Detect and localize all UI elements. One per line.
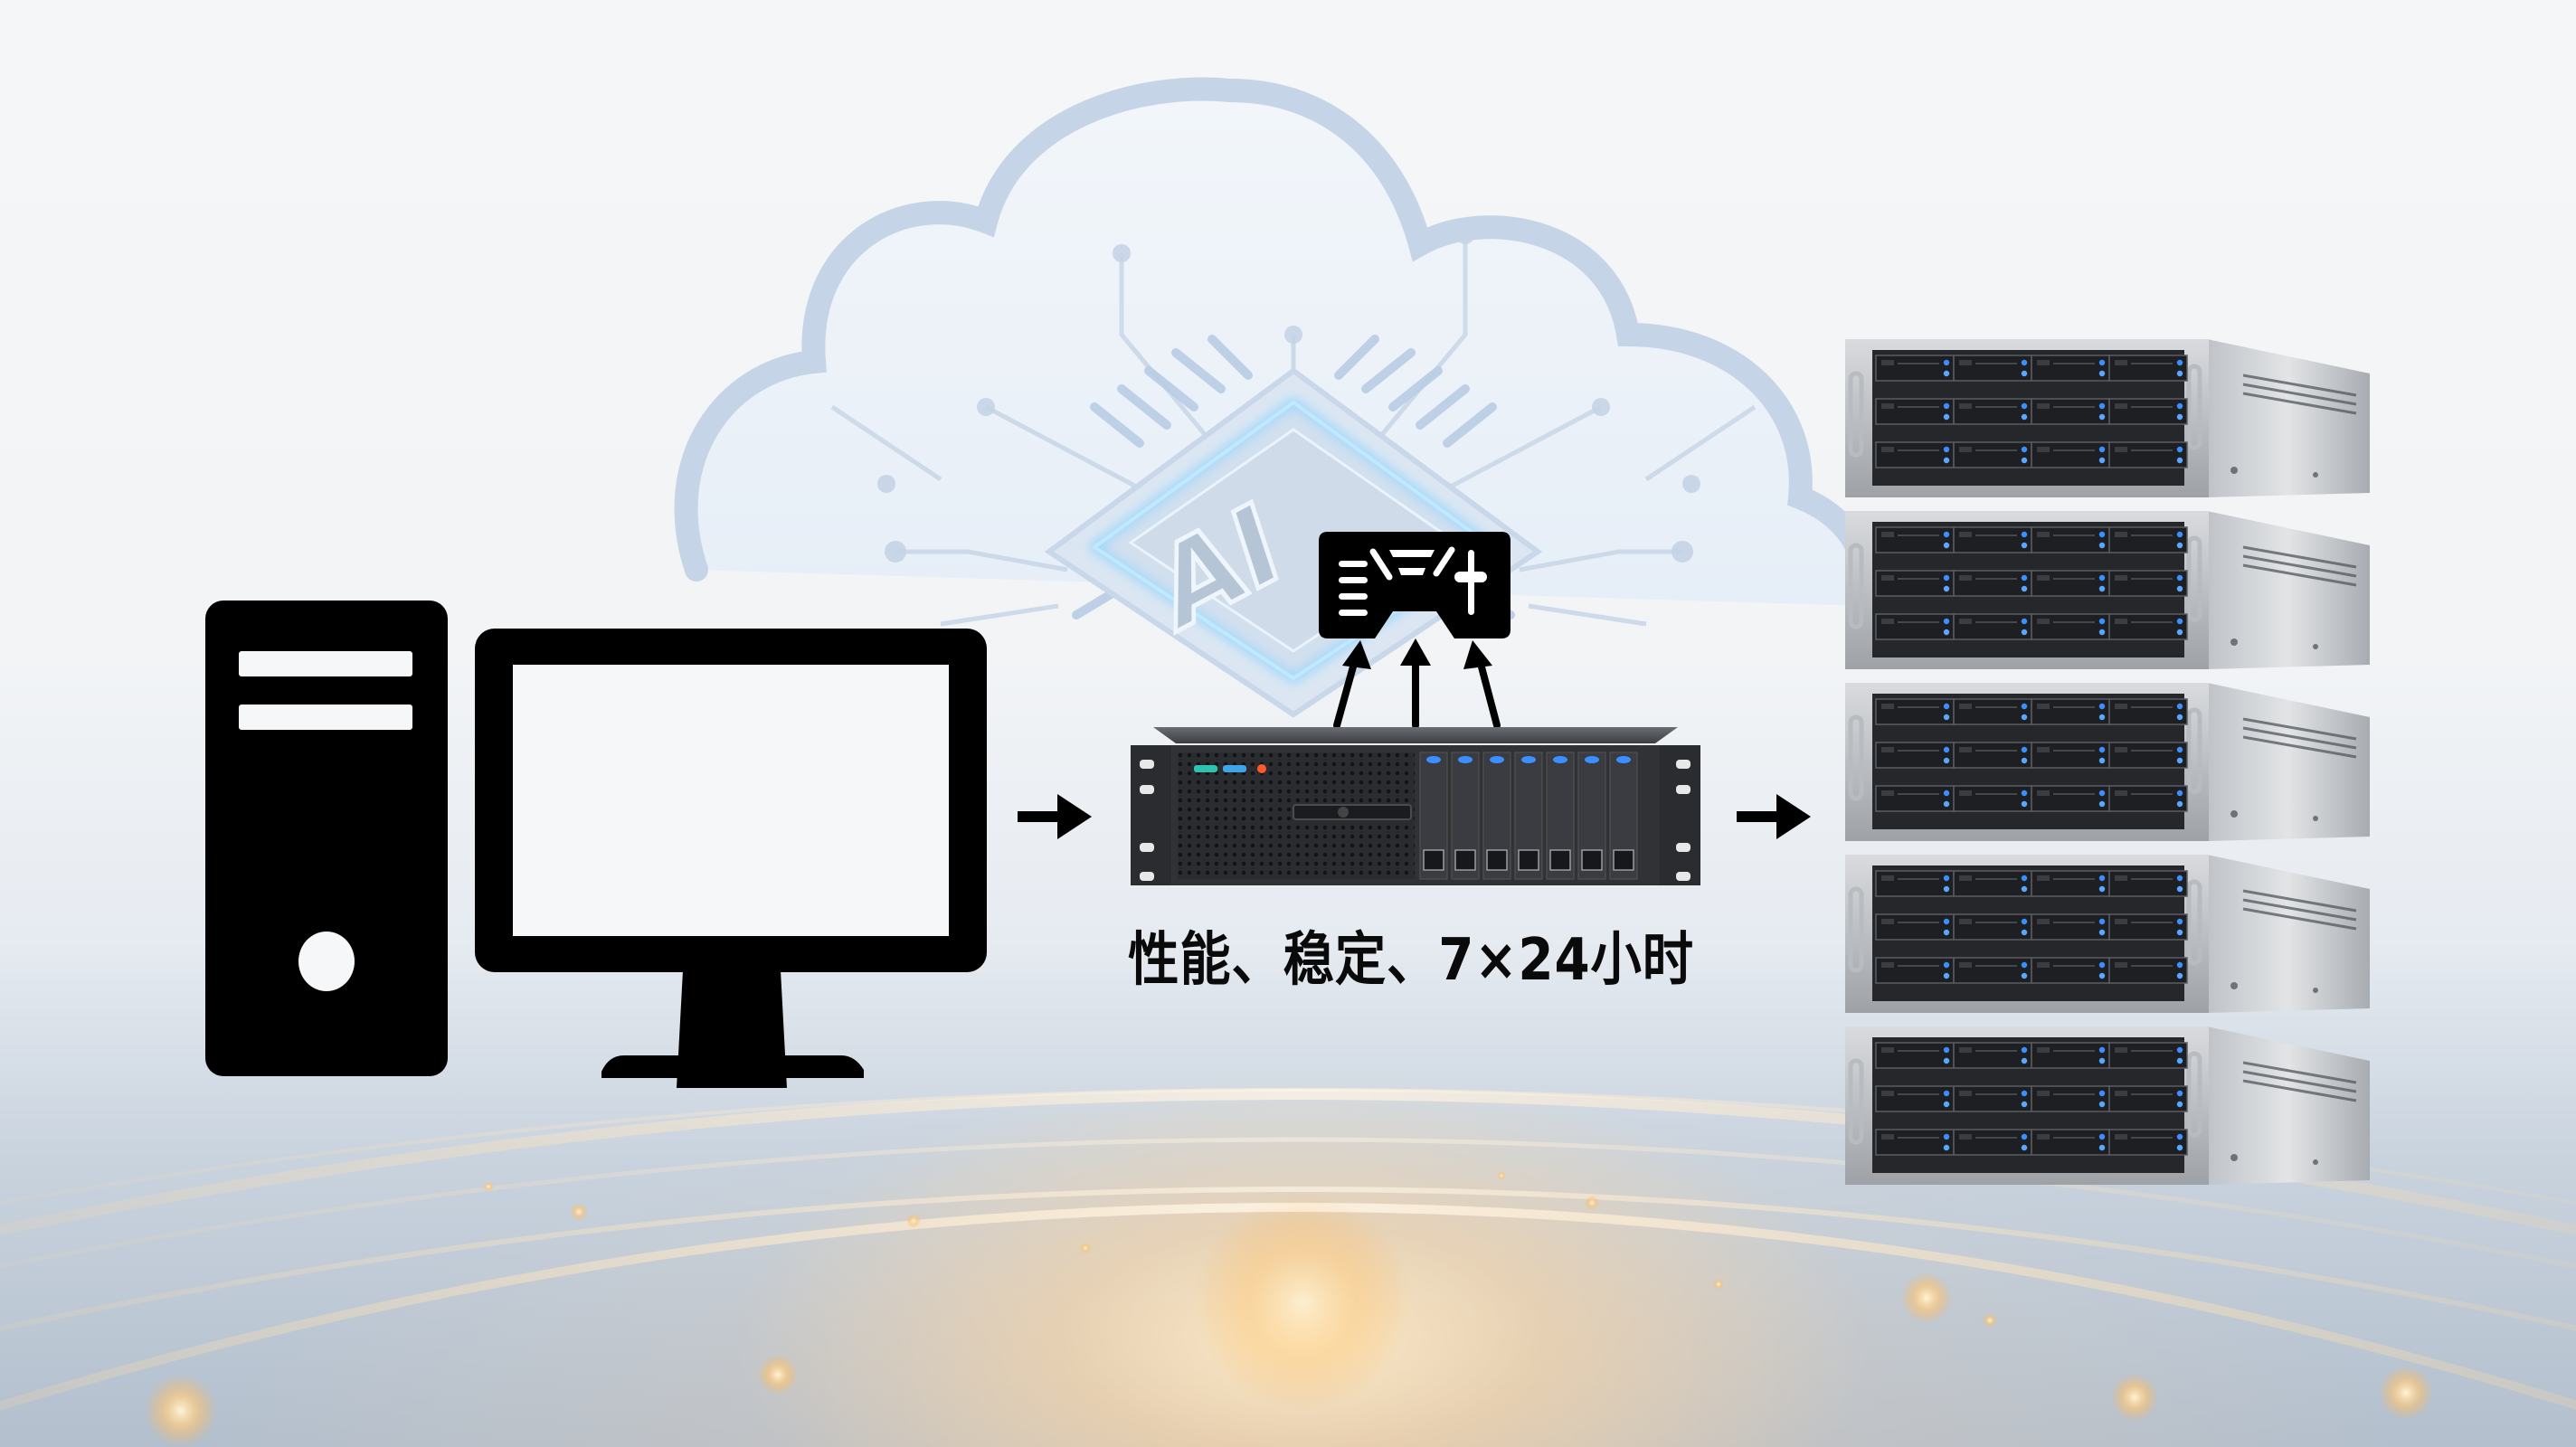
arrow-right-icon xyxy=(1018,794,1092,839)
server-unit-4 xyxy=(1845,855,2370,1013)
server-stack xyxy=(1845,339,2388,1198)
control-panel-icon xyxy=(1319,532,1511,638)
caption-text: 性能、稳定、7×24小时 xyxy=(1128,927,1694,994)
server-unit-3 xyxy=(1845,683,2370,841)
server-unit-1 xyxy=(1845,339,2370,497)
arrow-up-icon xyxy=(1333,638,1501,729)
arrow-right-icon xyxy=(1737,794,1811,839)
rack-server xyxy=(1131,727,1700,885)
desktop-computer-icon xyxy=(205,601,448,1076)
server-unit-5 xyxy=(1845,1026,2370,1185)
cloud-chip-icon: AI xyxy=(674,77,1877,718)
server-unit-2 xyxy=(1845,511,2370,669)
monitor-icon xyxy=(475,629,987,1088)
